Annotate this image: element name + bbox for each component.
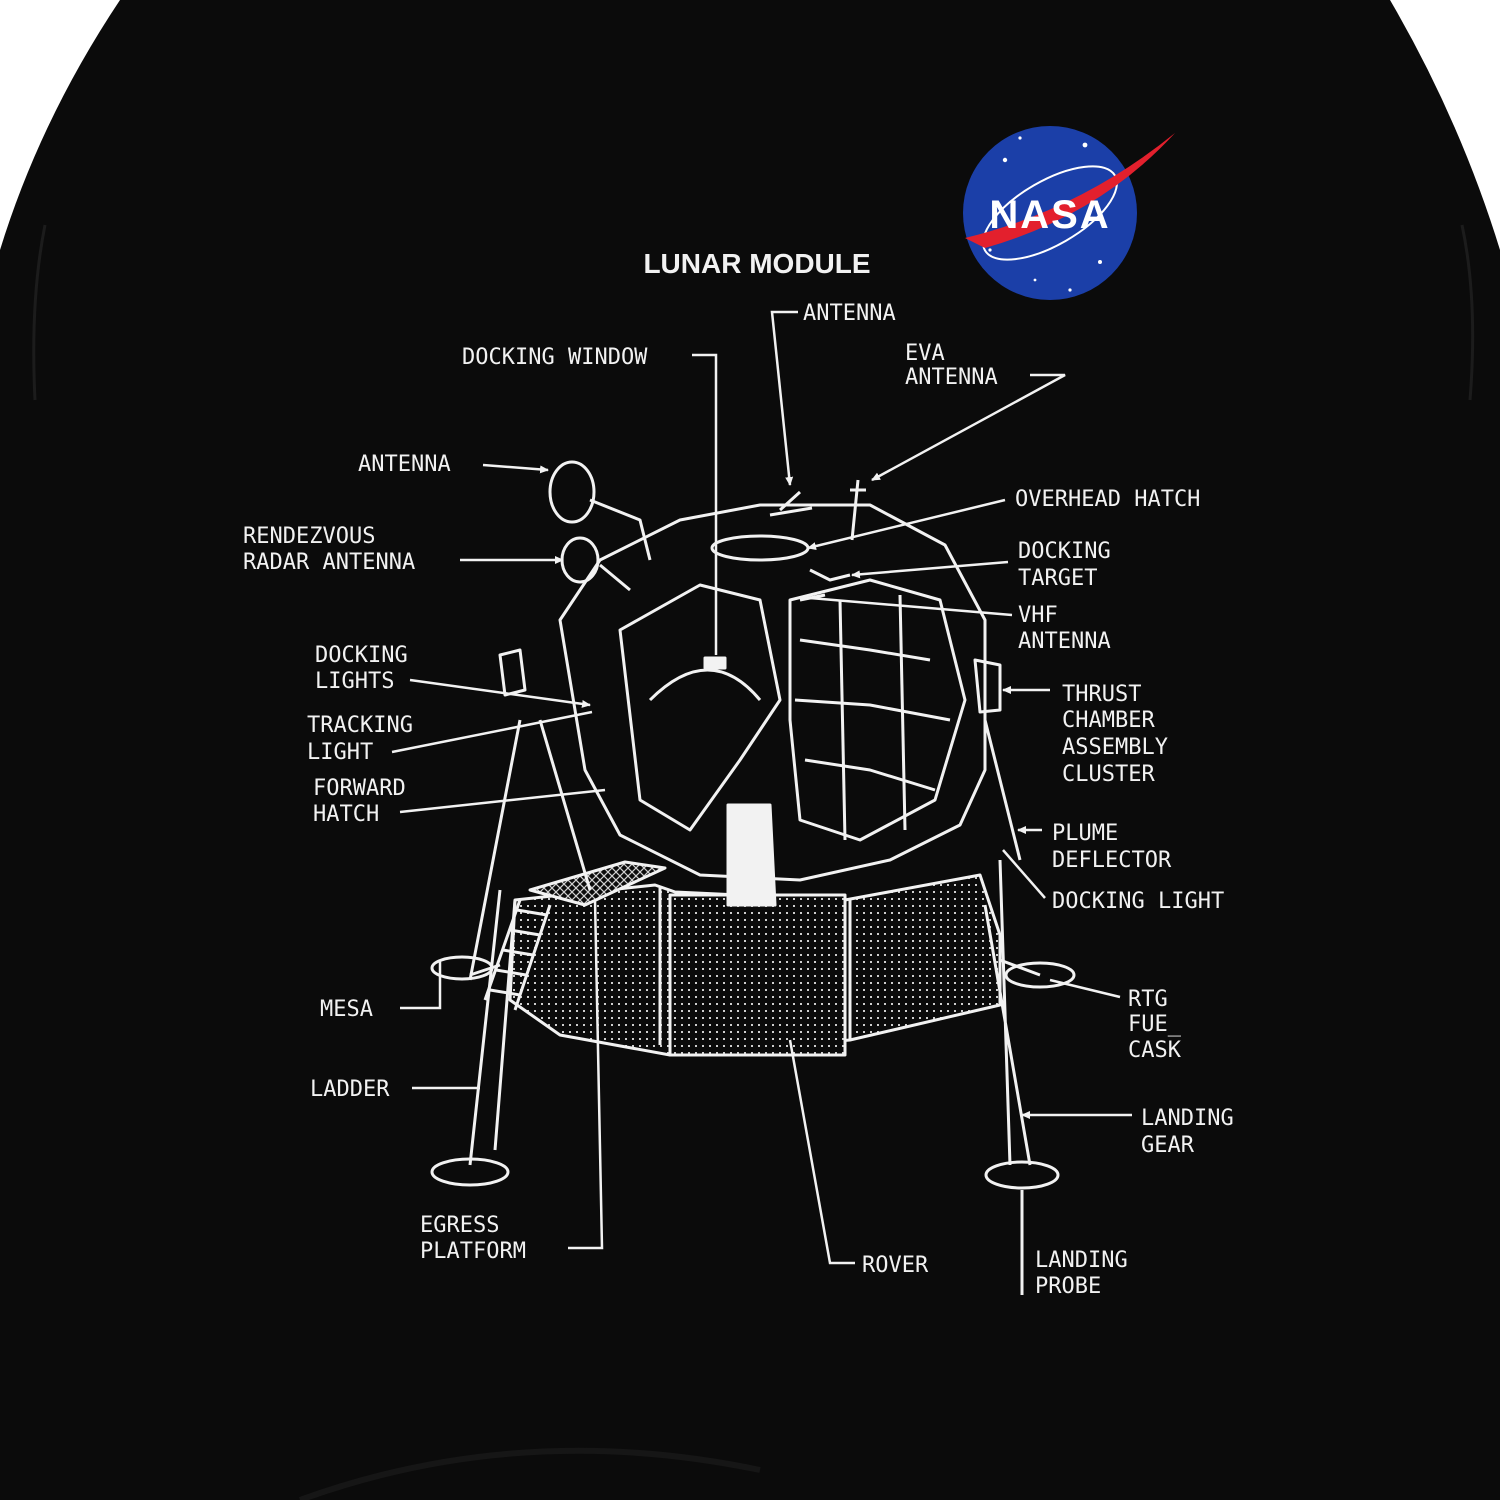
lunar-module-drawing (430, 460, 1076, 1295)
label-docking-light: DOCKING LIGHT (1052, 889, 1224, 914)
right-shoulder-seam (1460, 224, 1475, 401)
label-mesa: MESA (320, 997, 373, 1022)
label-overhead-hatch: OVERHEAD HATCH (1015, 487, 1200, 512)
fabric-fold (298, 1447, 761, 1503)
left-shoulder-seam (32, 224, 47, 401)
label-antenna-left: ANTENNA (358, 452, 451, 477)
label-docking-window: DOCKING WINDOW (462, 345, 648, 370)
label-rover: ROVER (862, 1253, 929, 1278)
label-ladder: LADDER (310, 1077, 390, 1102)
nasa-logo-text: NASA (989, 193, 1110, 237)
nasa-logo: NASA (963, 126, 1175, 300)
diagram-title: LUNAR MODULE (643, 248, 870, 279)
leader-lines (391, 310, 1132, 1265)
label-antenna-top: ANTENNA (803, 301, 896, 326)
